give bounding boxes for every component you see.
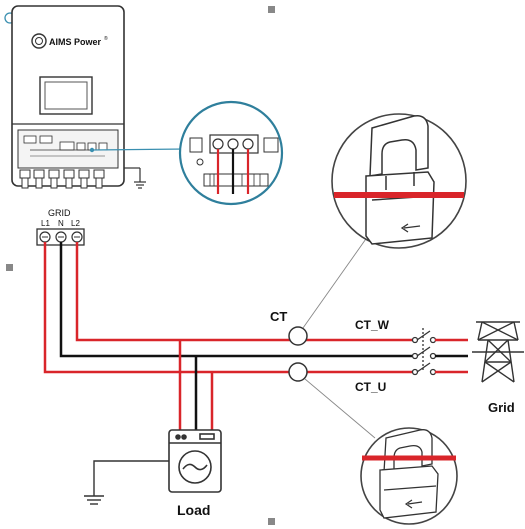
wire-l1 xyxy=(43,242,415,374)
ct-main-label: CT xyxy=(270,309,287,324)
ct-w-label: CT_W xyxy=(355,318,390,332)
ct-u-leader xyxy=(304,378,376,439)
inverter-ground-icon xyxy=(124,167,146,189)
terminal-label-n: N xyxy=(58,219,64,228)
callout-leader-line xyxy=(91,148,187,151)
ct-w-clamp xyxy=(288,326,308,346)
page-markers xyxy=(6,6,275,525)
ct-clamp-icon xyxy=(365,114,435,245)
grid-label: Grid xyxy=(488,400,515,415)
terminal-detail-magnifier xyxy=(178,100,284,206)
cable-glands xyxy=(19,169,105,189)
ct-clamp-zoom-lower xyxy=(360,427,458,525)
washing-machine-icon xyxy=(168,429,222,493)
ground-icon xyxy=(84,460,169,505)
switch-icon xyxy=(411,328,437,376)
terminal-label-l2: L2 xyxy=(71,219,80,228)
grid-terminal-header: GRID xyxy=(48,208,71,218)
wire-neutral xyxy=(59,242,415,358)
brand-logo: AIMS Power ® xyxy=(31,33,108,49)
transmission-tower-icon xyxy=(472,321,524,383)
ct-u-clamp xyxy=(288,362,308,382)
brand-registered-mark: ® xyxy=(104,35,108,42)
terminal-label-l1: L1 xyxy=(41,219,50,228)
grid-terminal-block xyxy=(36,228,85,246)
brand-name: AIMS Power xyxy=(49,37,102,47)
ct-u-label: CT_U xyxy=(355,380,386,394)
ct-w-leader xyxy=(302,235,369,329)
ct-clamp-zoom-upper xyxy=(331,113,467,249)
inverter-icon: AIMS Power ® xyxy=(11,5,146,189)
load-label: Load xyxy=(177,502,210,518)
